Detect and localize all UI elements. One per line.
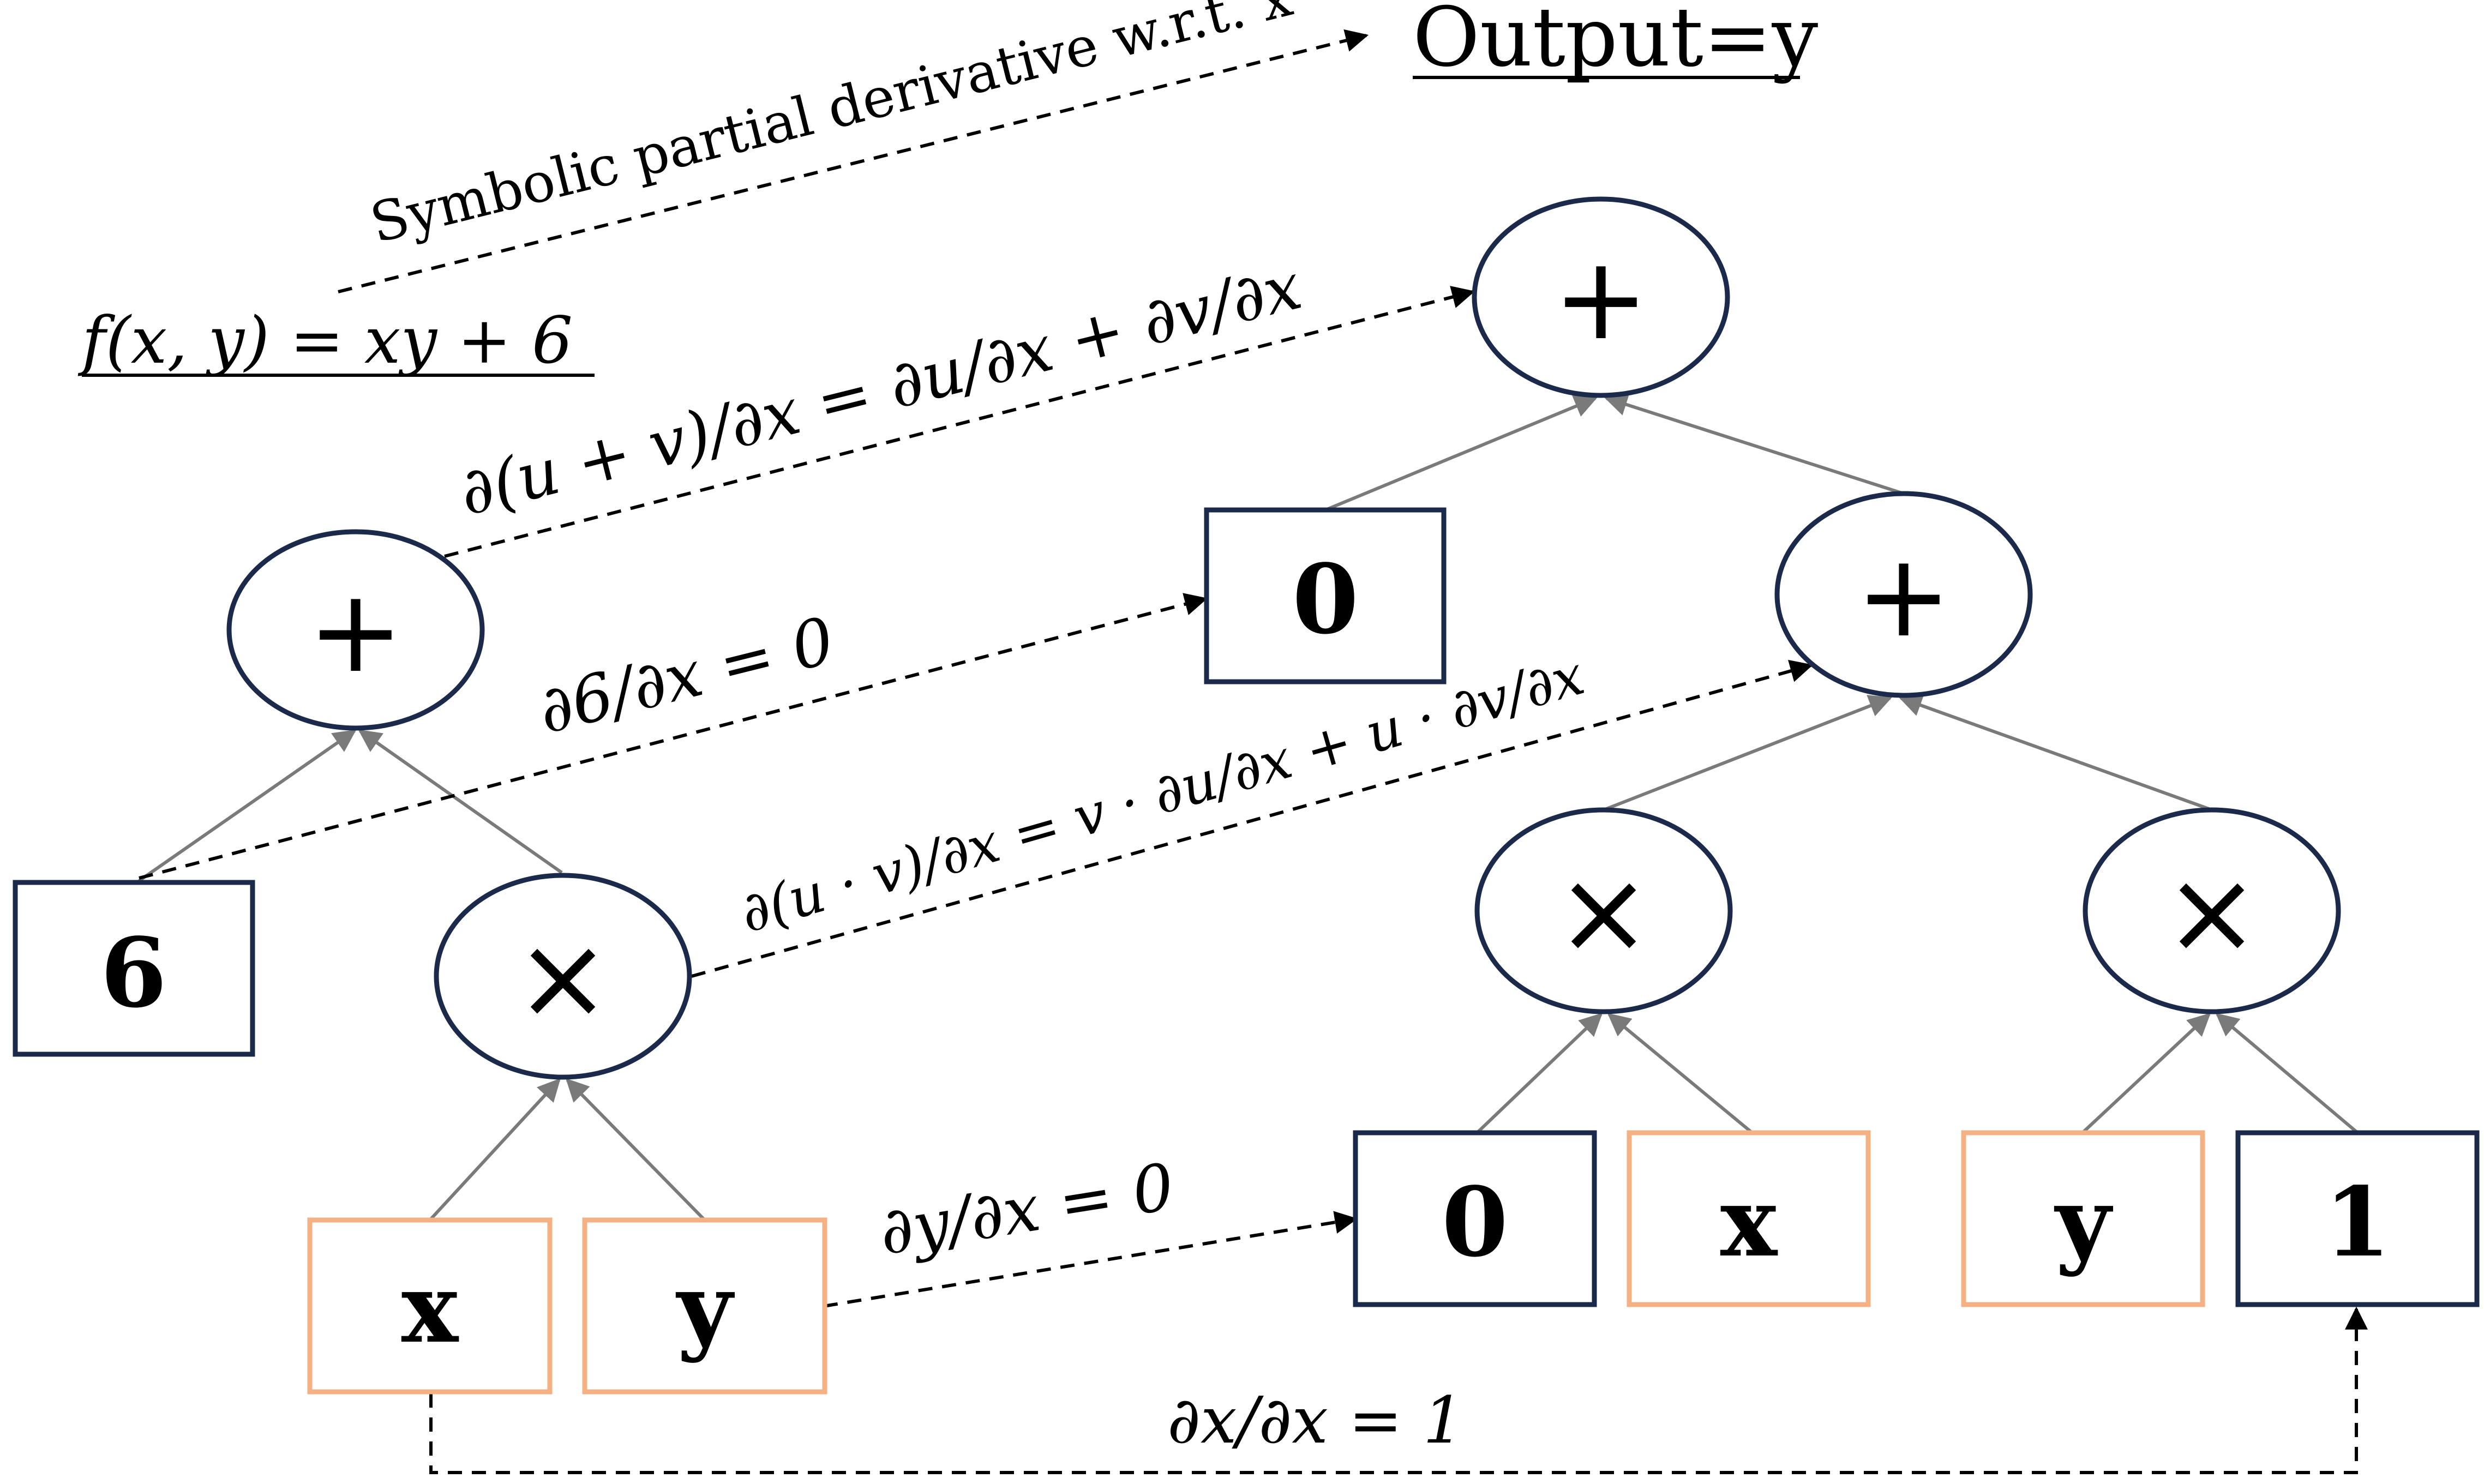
edge-6-to-add xyxy=(138,729,357,882)
right-leaf-x-node: x xyxy=(1627,1130,1871,1307)
dy-rule-label: ∂y/∂x = 0 xyxy=(874,1149,1179,1269)
left-mul-node: × xyxy=(434,873,692,1080)
dx-rule-label: ∂x/∂x = 1 xyxy=(1167,1383,1464,1458)
right-inner-add-node: + xyxy=(1774,491,2033,698)
edge-leafx-to-mulleft xyxy=(1607,1013,1752,1133)
edge-leafzero-to-mulleft xyxy=(1477,1013,1603,1133)
left-var-x-node: x xyxy=(307,1217,553,1395)
right-mul-left-node: × xyxy=(1474,807,1733,1014)
sum-rule-arrow xyxy=(444,286,1475,558)
output-title: Output=y xyxy=(1413,0,1818,85)
left-root-add-op: + xyxy=(308,564,404,698)
right-leaf-zero-value: 0 xyxy=(1442,1167,1508,1278)
right-mul-right-node: × xyxy=(2083,807,2341,1014)
edge-mul-to-add xyxy=(358,729,563,874)
left-const-6-value: 6 xyxy=(100,917,167,1029)
left-mul-op: × xyxy=(515,911,611,1044)
edge-inneradd-to-root xyxy=(1604,393,1904,495)
right-leaf-x-value: x xyxy=(1720,1167,1778,1278)
left-var-y-value: y xyxy=(675,1253,735,1365)
right-leaf-y-value: y xyxy=(2054,1167,2113,1278)
right-const-zero-node: 0 xyxy=(1204,507,1447,684)
edge-mulright-to-inneradd xyxy=(1899,694,2213,812)
const-rule-arrow xyxy=(139,593,1208,880)
right-const-zero-value: 0 xyxy=(1292,544,1359,656)
right-root-add-node: + xyxy=(1472,196,1730,398)
const-rule-label: ∂6/∂x = 0 xyxy=(531,603,841,749)
left-var-x-value: x xyxy=(401,1253,459,1365)
right-inner-add-op: + xyxy=(1856,529,1952,663)
edge-leafone-to-mulright xyxy=(2215,1013,2357,1133)
transform-label: Symbolic partial derivative w.r.t. x xyxy=(364,0,1299,255)
right-leaf-one-value: 1 xyxy=(2324,1167,2391,1278)
right-root-add-op: + xyxy=(1553,232,1649,365)
edge-y-to-mul xyxy=(566,1078,705,1221)
dy-rule-arrow xyxy=(823,1211,1358,1308)
edge-x-to-mul xyxy=(429,1078,561,1221)
input-function: f(x, y) = xy + 6 xyxy=(77,303,573,378)
right-mul-right-op: × xyxy=(2164,845,2260,979)
right-leaf-one-node: 1 xyxy=(2235,1130,2480,1307)
left-var-y-node: y xyxy=(582,1217,827,1395)
right-mul-left-op: × xyxy=(1556,845,1652,979)
edge-zero-to-root xyxy=(1324,395,1598,512)
left-root-add-node: + xyxy=(226,529,485,731)
edge-leafy-to-mulright xyxy=(2082,1013,2211,1133)
sum-rule-label: ∂(u + v)/∂x = ∂u/∂x + ∂v/∂x xyxy=(452,248,1308,530)
dx-rule-arrow xyxy=(429,1306,2368,1474)
product-rule-arrow xyxy=(691,659,1814,978)
right-leaf-zero-node: 0 xyxy=(1353,1130,1597,1307)
transform-arrow xyxy=(338,29,1369,293)
left-const-6-node: 6 xyxy=(13,880,255,1057)
edge-mulleft-to-inneradd xyxy=(1603,695,1892,812)
right-leaf-y-node: y xyxy=(1961,1130,2205,1307)
